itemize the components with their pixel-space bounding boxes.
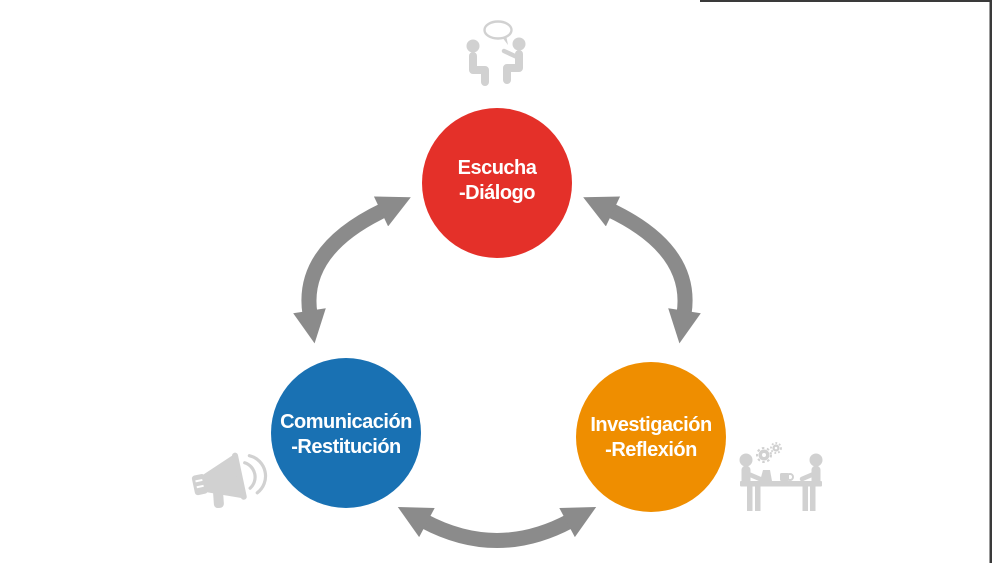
table-leg-left [747,486,753,511]
node-escucha-circle [422,108,572,258]
node-investigacion-circle [576,362,726,512]
meeting-left-person-head [739,453,753,467]
node-investigacion-label-line2: -Reflexión [605,439,697,461]
megaphone-rear-lines [195,478,204,489]
window-edge-right [989,0,992,563]
mug-icon [780,473,789,481]
speech-bubble-icon [483,20,513,40]
left-person-leg [755,486,761,511]
arrow-comunicacion-investigacion [397,507,597,548]
megaphone-handle [213,488,224,509]
node-comunicacion-label-line1: Comunicación [280,411,412,433]
window-edge-top [700,0,992,2]
dialogue-left-person-head [466,39,480,53]
dialogue-left-person-body [469,52,489,86]
gear-small-icon [770,442,782,454]
node-investigacion-label-line1: Investigación [590,414,711,436]
meeting-right-person-arm [799,470,819,482]
node-comunicacion-label-line2: -Restitución [291,436,401,458]
sound-wave-outer [247,454,268,495]
megaphone-bell [232,452,247,500]
megaphone-horn [203,455,243,499]
dialogue-people-icon [466,20,526,86]
sound-wave-inner [243,461,257,490]
meeting-right-person-head [809,453,823,467]
meeting-left-person-arm [743,470,763,482]
dialogue-right-person-head [512,37,526,51]
megaphone-icon [191,452,268,509]
node-escucha-label-line2: -Diálogo [459,182,535,204]
teamwork-meeting-icon [739,442,823,511]
node-escucha-label-line1: Escucha [458,157,538,179]
dialogue-right-person-body [503,50,523,84]
arrow-escucha-comunicacion [293,196,411,344]
table-top [740,481,822,487]
node-comunicacion-circle [271,358,421,508]
gear-icon [756,447,772,463]
arrow-escucha-investigacion [583,196,701,344]
dialogue-right-person-arm [501,48,520,60]
laptop-icon [760,470,772,481]
megaphone-rear [191,474,208,496]
right-person-leg [802,486,808,511]
table-leg-right [810,486,816,511]
